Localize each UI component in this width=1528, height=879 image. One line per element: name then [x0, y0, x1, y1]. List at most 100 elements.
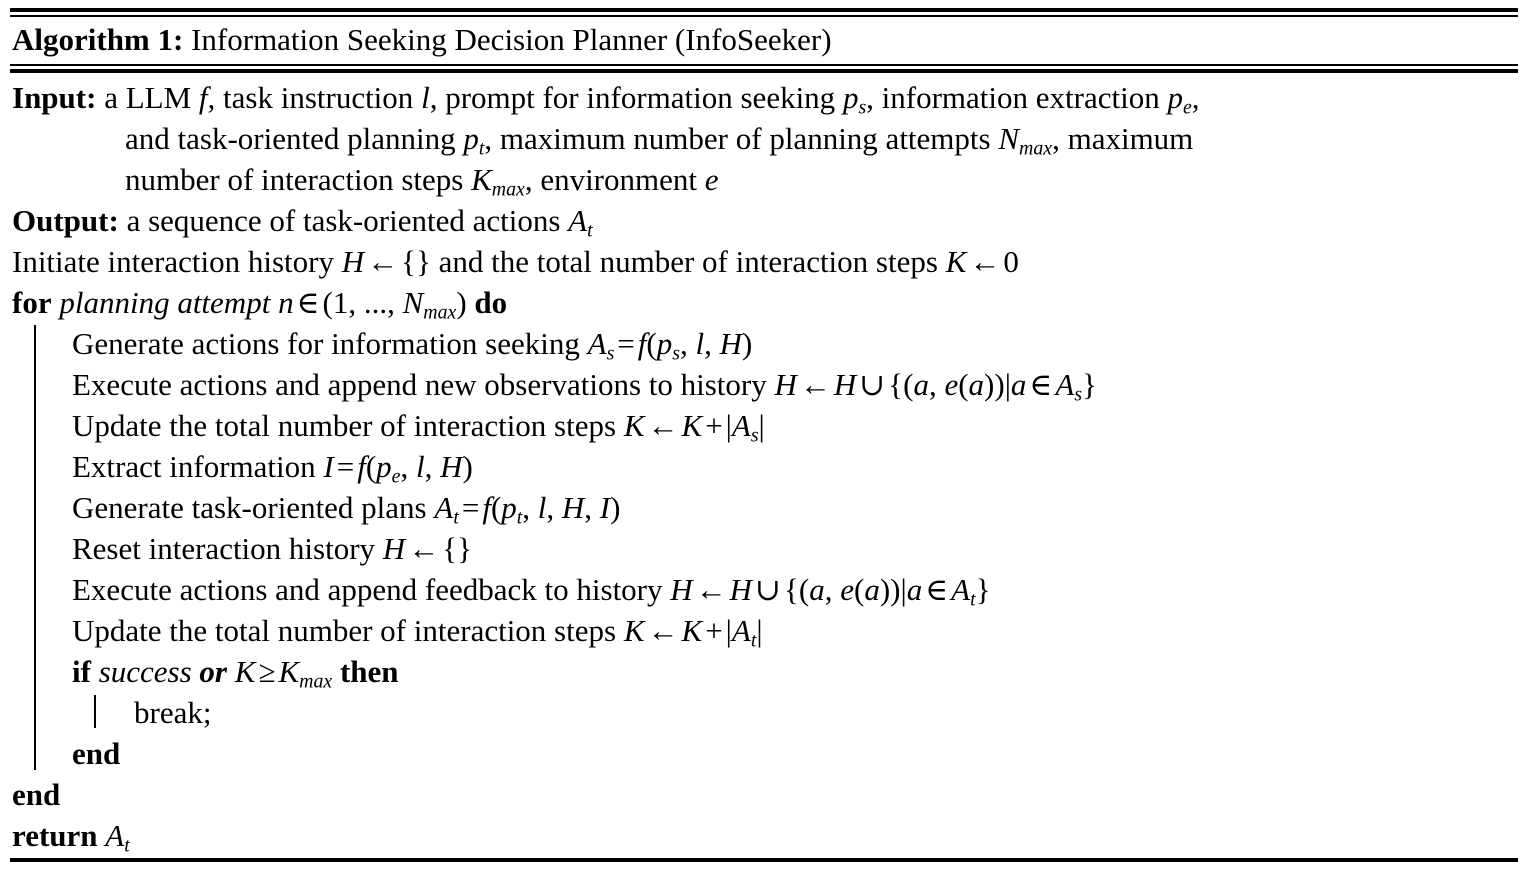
comma-5: , [424, 449, 441, 484]
arrow-icon-5: ← [408, 531, 440, 566]
input2-text-c: , maximum [1052, 121, 1194, 156]
step6-text: Reset interaction history [72, 531, 383, 566]
return-keyword: return [12, 818, 98, 853]
symbol-H-5: H [382, 531, 406, 566]
symbol-At-return: A [105, 818, 125, 853]
end-inner-label: end [72, 736, 121, 771]
symbol-Kmax-if-sub: max [299, 670, 333, 693]
symbol-n: n [278, 285, 294, 320]
comma-7: , [546, 490, 562, 525]
symbol-H-6b: H [729, 572, 753, 607]
symbol-At-2-sub: t [453, 506, 459, 529]
paren-open-2: ( [958, 367, 969, 402]
symbol-f-1: f [637, 326, 647, 361]
if-body-block: break; [72, 692, 1518, 733]
then-keyword: then [339, 654, 399, 689]
symbol-H-3: H [440, 449, 463, 484]
symbol-Nmax: N [402, 285, 424, 320]
symbol-ps-1-sub: s [672, 342, 680, 365]
symbol-K-3a: K [623, 408, 645, 443]
symbol-At: A [568, 203, 588, 238]
symbol-H-1: H [719, 326, 742, 361]
if-keyword: if [72, 654, 91, 689]
break-statement: break; [134, 695, 212, 730]
symbol-Nmax-sub: max [423, 301, 457, 324]
set-close-2: } [975, 572, 991, 607]
algorithm-block: Algorithm 1: Information Seeking Decisio… [10, 0, 1518, 862]
symbol-a-2: a [968, 367, 985, 402]
symbol-pe-2: p [376, 449, 392, 484]
symbol-K-8a: K [623, 613, 645, 648]
symbol-ps: p [842, 80, 859, 115]
for-italic-text: planning attempt [59, 285, 271, 320]
comma-4: , [400, 449, 416, 484]
symbol-K-if: K [234, 654, 256, 689]
arrow-icon-4: ← [647, 408, 679, 443]
return-line: return At [10, 815, 1518, 856]
input-text-e: , [1191, 80, 1200, 115]
symbol-e: e [704, 162, 719, 197]
input-text-d: , information extraction [866, 80, 1168, 115]
step2-text: Execute actions and append new observati… [72, 367, 775, 402]
symbol-f-3: f [482, 490, 491, 525]
symbol-H-2a: H [774, 367, 797, 402]
step-execute-append-observations: Execute actions and append new observati… [72, 364, 1518, 405]
output-label: Output: [12, 203, 119, 238]
symbol-empty-set-2: {} [442, 531, 472, 566]
comma-9: , [824, 572, 841, 607]
symbol-l: l [421, 80, 430, 115]
for-line: for planning attempt n∈(1, ..., Nmax) do [10, 282, 1518, 323]
symbol-pe: p [1167, 80, 1183, 115]
step-generate-seeking-actions: Generate actions for information seeking… [72, 323, 1518, 364]
symbol-As-2: A [1055, 367, 1075, 402]
abs-open-2: | [725, 613, 732, 648]
plus-icon-2: + [705, 613, 723, 648]
comma-3: , [928, 367, 945, 402]
symbol-As: A [587, 326, 607, 361]
symbol-l-2: l [415, 449, 425, 484]
for-keyword: for [12, 285, 52, 320]
step-generate-task-plans: Generate task-oriented plans At=f(pt, l,… [72, 487, 1518, 528]
geq-icon: ≥ [258, 654, 276, 689]
symbol-H-2b: H [833, 367, 857, 402]
input-line-2: and task-oriented planning pt, maximum n… [10, 118, 1518, 159]
or-keyword: or [199, 654, 227, 689]
symbol-K-3b: K [681, 408, 703, 443]
initiate-text-b: and the total number of interaction step… [430, 244, 946, 279]
symbol-zero: 0 [1003, 244, 1019, 279]
set-open-2: {( [784, 572, 810, 607]
symbol-ps-1: p [656, 326, 673, 361]
symbol-K: K [945, 244, 967, 279]
arrow-icon-3: ← [799, 367, 831, 402]
step1-text: Generate actions for information seeking [72, 326, 588, 361]
comma-1: , [679, 326, 696, 361]
symbol-f: f [198, 80, 208, 115]
such-that-bar-1: | [1004, 367, 1011, 402]
such-that-bar-2: | [900, 572, 907, 607]
symbol-Kmax-if: K [278, 654, 300, 689]
paren-close-1: ) [741, 326, 753, 361]
symbol-H-4: H [561, 490, 585, 525]
symbol-l-3: l [537, 490, 547, 525]
step-update-steps-planning: Update the total number of interaction s… [72, 610, 1518, 651]
symbol-I-2: I [599, 490, 611, 525]
comma-6: , [522, 490, 538, 525]
symbol-At-4-sub: t [750, 629, 757, 652]
initiate-line: Initiate interaction history H←{} and th… [10, 241, 1518, 282]
paren-open-5: ( [853, 572, 865, 607]
symbol-As-2-sub: s [1074, 383, 1083, 406]
arrow-icon-6: ← [695, 572, 727, 607]
paren-close-5: )) [879, 572, 901, 607]
union-icon: ∪ [859, 367, 886, 402]
symbol-e-1: e [944, 367, 959, 402]
bottom-rule [10, 858, 1518, 862]
symbol-H: H [341, 244, 365, 279]
symbol-a-1: a [913, 367, 929, 402]
element-of-icon-3: ∈ [925, 572, 949, 607]
algorithm-number-label: Algorithm 1: [12, 22, 184, 57]
symbol-a-6: a [906, 572, 923, 607]
union-icon-2: ∪ [755, 572, 782, 607]
step8-text: Update the total number of interaction s… [72, 613, 624, 648]
end-outer-label: end [12, 777, 61, 812]
output-text: a sequence of task-oriented actions [126, 203, 569, 238]
